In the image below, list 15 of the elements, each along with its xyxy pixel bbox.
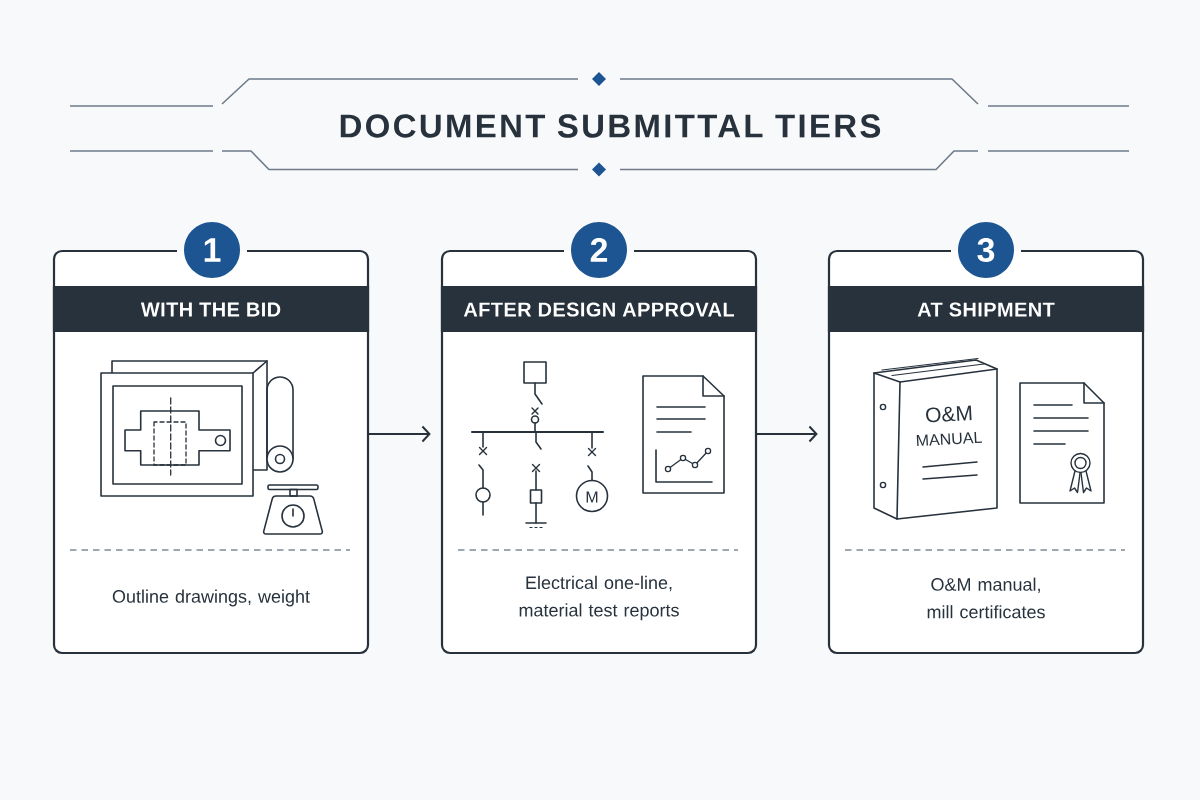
cover-title: O&M [926,405,972,423]
title: DOCUMENT SUBMITTAL TIERS [340,114,881,138]
header-band: WITH THE BID [52,286,370,332]
caption-text: Electrical one-line, material test reports [519,575,679,621]
number-badge: 3 [958,222,1014,278]
caption-text: O&M manual, mill certificates [927,577,1045,619]
arrow [755,425,818,443]
number-badge: 2 [571,222,627,278]
caption-text: Outline drawings, weight [112,589,310,607]
arrow [367,425,431,443]
symbol-letter: M [586,491,598,503]
number-badge: 1 [184,222,240,278]
header-band: AT SHIPMENT [827,286,1145,332]
cover-title: MANUAL [916,432,983,447]
header-band: AFTER DESIGN APPROVAL [440,286,758,332]
